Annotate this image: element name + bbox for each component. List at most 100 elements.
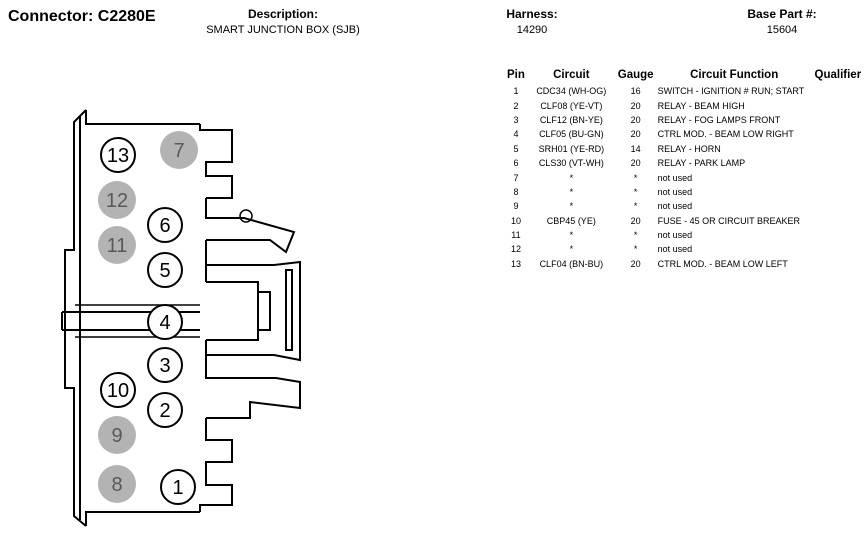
connector-pin-1: 1 [160,469,196,505]
pin-table: Pin Circuit Gauge Circuit Function Quali… [503,66,865,271]
circuit-cell: * [569,172,574,183]
header-gauge: Gauge [617,69,654,81]
pin-cell: 10 [510,215,521,226]
gauge-cell: 20 [630,258,641,269]
gauge-cell: 20 [630,100,641,111]
harness-label: Harness: [506,7,558,21]
gauge-cell: * [633,186,638,197]
pin-cell: 5 [513,143,519,154]
pin-circle [98,181,136,219]
pin-cell: 8 [513,186,519,197]
connector-pin-8: 8 [98,465,136,503]
gauge-cell: 16 [630,86,641,97]
connector-pin-3: 3 [147,347,183,383]
table-row: 8 * * not used [503,185,865,199]
qualifier-cell [811,199,865,213]
pin-number-label: 10 [107,380,129,402]
qualifier-cell [811,127,865,141]
function-cell: RELAY - PARK LAMP [657,158,746,169]
pin-number-label: 5 [159,260,170,282]
connector-pin-7: 7 [160,131,198,169]
function-cell: CTRL MOD. - BEAM LOW LEFT [657,258,788,269]
pin-number-label: 1 [172,477,183,499]
function-cell: RELAY - FOG LAMPS FRONT [657,114,781,125]
circuit-cell: * [569,201,574,212]
circuit-cell: CLF08 (YE-VT) [540,100,603,111]
pin-cell: 13 [510,258,521,269]
pin-number-label: 7 [173,140,184,162]
qualifier-cell [811,228,865,242]
pin-circle [147,252,183,288]
connector-pin-4: 4 [147,304,183,340]
pin-cell: 6 [513,158,519,169]
function-cell: not used [657,186,693,197]
circuit-cell: CLF12 (BN-YE) [539,114,603,125]
circuit-cell: SRH01 (YE-RD) [538,143,605,154]
header-circuit: Circuit [553,69,590,81]
pin-cell: 2 [513,100,519,111]
circuit-cell: CBP45 (YE) [546,215,596,226]
pin-circle [100,372,136,408]
base-part-value: 15604 [766,24,798,36]
pin-number-label: 12 [106,190,128,212]
pin-table-header-row: Pin Circuit Gauge Circuit Function Quali… [503,66,865,84]
gauge-cell: * [633,244,638,255]
qualifier-cell [811,242,865,256]
connector-pin-12: 12 [98,181,136,219]
pin-circle [147,347,183,383]
pin-cell: 7 [513,172,519,183]
pin-circle [160,131,198,169]
pin-number-label: 4 [159,312,170,334]
gauge-cell: 20 [630,129,641,140]
function-cell: not used [657,244,693,255]
base-part-label: Base Part #: [747,7,817,21]
description-value: SMART JUNCTION BOX (SJB) [206,24,360,36]
qualifier-cell [811,113,865,127]
header-circuit-function: Circuit Function [690,69,779,81]
connector-title: Connector: C2280E [8,8,156,25]
qualifier-cell [811,84,865,98]
gauge-cell: 14 [630,143,641,154]
connector-pin-11: 11 [98,226,136,264]
connector-pin-6: 6 [147,207,183,243]
function-cell: not used [657,230,693,241]
pin-number-label: 6 [159,215,170,237]
pin-circle [147,304,183,340]
table-row: 7**not used [503,170,865,184]
pin-circle [98,465,136,503]
pin-circle [147,392,183,428]
qualifier-cell [811,142,865,156]
qualifier-cell [811,156,865,170]
table-row: 9 * * not used [503,199,865,213]
gauge-cell: * [633,230,638,241]
circuit-cell: CLS30 (VT-WH) [538,158,604,169]
pin-cell: 9 [513,201,519,212]
gauge-cell: 20 [630,215,641,226]
table-row: 11**not used [503,228,865,242]
circuit-cell: * [569,186,574,197]
pin-cell: 3 [513,114,519,125]
pin-cell: 1 [513,86,519,97]
header-pin: Pin [507,69,525,81]
qualifier-cell [811,257,865,271]
connector-pin-9: 9 [98,416,136,454]
function-cell: RELAY - HORN [657,143,721,154]
function-cell: not used [657,201,693,212]
pin-cell: 12 [510,244,521,255]
function-cell: RELAY - BEAM HIGH [657,100,745,111]
table-row: 5 SRH01 (YE-RD) 14 RELAY - HORN [503,142,865,156]
pin-number-label: 9 [111,425,122,447]
pin-number-label: 8 [111,474,122,496]
function-cell: CTRL MOD. - BEAM LOW RIGHT [657,129,794,140]
qualifier-cell [811,185,865,199]
qualifier-cell [811,214,865,228]
pin-cell: 11 [511,230,521,241]
gauge-cell: * [633,201,638,212]
circuit-cell: * [569,244,574,255]
